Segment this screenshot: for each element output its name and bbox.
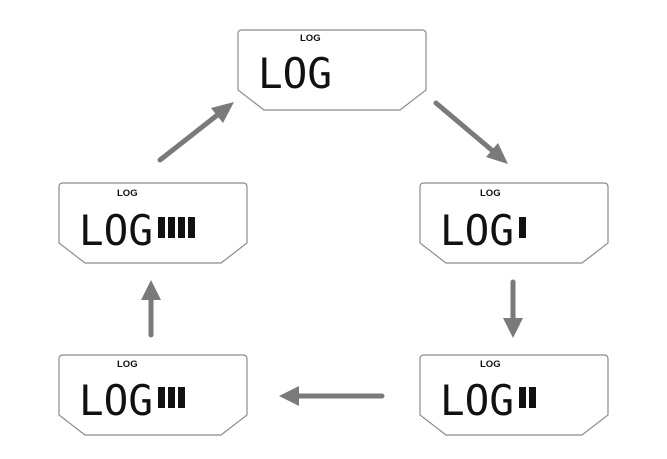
- level-bar: [168, 387, 175, 408]
- screen-tag: LOG: [480, 188, 501, 199]
- screen-label: LOG: [79, 376, 153, 425]
- arrow-right-upper-to-right-lower: [503, 279, 523, 338]
- level-bar: [178, 217, 185, 238]
- level-bar: [168, 217, 175, 238]
- arrow-right-lower-to-left-lower: [279, 386, 385, 406]
- screen-outline: [237, 29, 427, 111]
- screen-right-lower: LOG LOG: [419, 354, 609, 436]
- level-bars: [158, 217, 195, 238]
- screen-tag: LOG: [300, 33, 321, 44]
- screen-top: LOG LOG: [237, 29, 427, 111]
- screen-label: LOG: [440, 206, 514, 255]
- level-bars: [158, 387, 185, 408]
- arrow-top-to-right-upper: [433, 100, 508, 164]
- level-bars: [519, 387, 536, 408]
- screen-left-upper: LOG LOG: [58, 182, 248, 264]
- level-bar: [178, 387, 185, 408]
- screen-tag: LOG: [117, 188, 138, 199]
- level-bar: [519, 217, 526, 238]
- screen-tag: LOG: [480, 359, 501, 370]
- screen-label: LOG: [258, 49, 332, 98]
- screen-label: LOG: [79, 206, 153, 255]
- level-bar: [158, 217, 165, 238]
- level-bar: [188, 217, 195, 238]
- screen-outline: [58, 182, 248, 264]
- screen-outline: [419, 182, 609, 264]
- screen-tag: LOG: [117, 359, 138, 370]
- screen-outline: [58, 354, 248, 436]
- arrow-left-upper-to-top: [157, 102, 234, 163]
- arrow-left-lower-to-left-upper: [141, 280, 161, 338]
- screen-left-lower: LOG LOG: [58, 354, 248, 436]
- screen-right-upper: LOG LOG: [419, 182, 609, 264]
- level-bar: [519, 387, 526, 408]
- level-bar: [158, 387, 165, 408]
- screen-outline: [419, 354, 609, 436]
- level-bar: [529, 387, 536, 408]
- level-bars: [519, 217, 526, 238]
- screen-label: LOG: [440, 376, 514, 425]
